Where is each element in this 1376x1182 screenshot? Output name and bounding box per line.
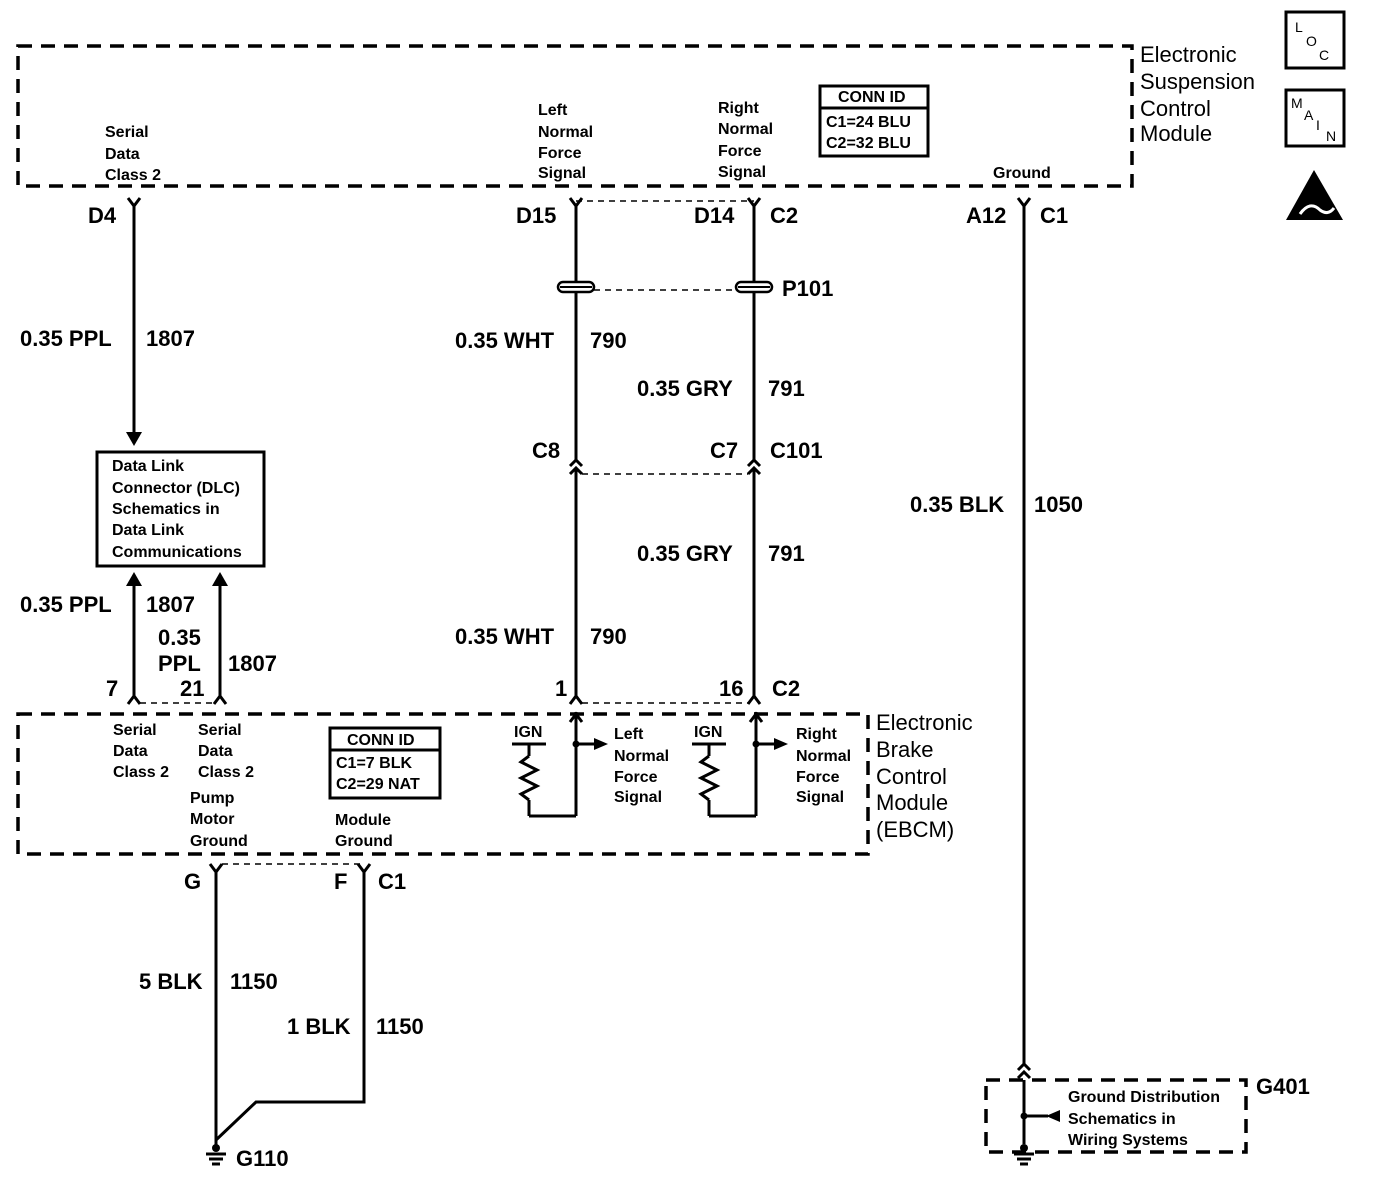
esc-module-name: Electronic Suspension Control Module bbox=[1140, 42, 1261, 146]
svg-text:L: L bbox=[1295, 19, 1303, 35]
svg-text:Right Normal F: Right Normal Force Signal bbox=[796, 726, 856, 806]
pin-d15: D15 bbox=[516, 203, 556, 228]
svg-text:CONN ID: CONN ID bbox=[347, 732, 415, 749]
main-icon: M A I N bbox=[1284, 88, 1346, 148]
esc-conn-id-c2: C2=32 BLU bbox=[826, 135, 911, 152]
pin-a12: A12 bbox=[966, 203, 1006, 228]
svg-text:1807: 1807 bbox=[228, 651, 277, 676]
svg-text:791: 791 bbox=[768, 376, 805, 401]
svg-text:G: G bbox=[184, 869, 201, 894]
svg-text:N: N bbox=[1326, 128, 1336, 144]
ebcm-conn-id-box: CONN ID C1=7 BLK C2=29 NAT bbox=[328, 726, 442, 800]
esc-conn-id-box: CONN ID C1=24 BLU C2=32 BLU bbox=[818, 84, 930, 158]
svg-text:G401: G401 bbox=[1256, 1074, 1310, 1099]
svg-text:1 BLK: 1 BLK bbox=[287, 1014, 351, 1039]
ground-g110-icon: G110 bbox=[206, 1144, 289, 1171]
svg-text:M: M bbox=[1291, 95, 1303, 111]
svg-text:C1=7 BLK: C1=7 BLK bbox=[336, 755, 412, 772]
svg-text:1150: 1150 bbox=[230, 969, 278, 994]
right-force-sensor-circuit: IGN Right Normal Force Signal bbox=[692, 711, 856, 818]
ebcm-serial-a-label: Serial Data Class 2 bbox=[113, 722, 169, 781]
svg-text:I: I bbox=[1316, 117, 1320, 133]
svg-text:7: 7 bbox=[106, 676, 118, 701]
ebcm-name: Electronic Brake Control Module (EBCM) bbox=[876, 710, 979, 842]
svg-text:Left Normal Fo: Left Normal Force Signal bbox=[614, 726, 674, 806]
esd-warning-icon bbox=[1286, 170, 1343, 220]
ebcm-module: Electronic Brake Control Module (EBCM) 7… bbox=[16, 676, 979, 894]
svg-text:P101: P101 bbox=[782, 276, 833, 301]
splice-p101: P101 bbox=[556, 276, 833, 301]
left-force-sensor-circuit: IGN Left Normal Force Signal bbox=[512, 711, 674, 818]
svg-text:O: O bbox=[1306, 33, 1317, 49]
svg-text:0.35: 0.35 bbox=[158, 625, 201, 650]
svg-text:C1: C1 bbox=[378, 869, 406, 894]
svg-text:0.35 GRY: 0.35 GRY bbox=[637, 376, 733, 401]
svg-text:0.35 PPL: 0.35 PPL bbox=[20, 592, 112, 617]
pin-d4: D4 bbox=[88, 203, 117, 228]
svg-text:IGN: IGN bbox=[514, 724, 542, 741]
svg-text:790: 790 bbox=[590, 624, 627, 649]
svg-text:C2=29 NAT: C2=29 NAT bbox=[336, 776, 420, 793]
wire-1807-top: 0.35 PPL 1807 bbox=[20, 197, 195, 446]
esc-module: Electronic Suspension Control Module CON… bbox=[16, 42, 1261, 228]
svg-text:C: C bbox=[1319, 47, 1329, 63]
svg-text:A: A bbox=[1304, 107, 1314, 123]
svg-text:0.35 GRY: 0.35 GRY bbox=[637, 541, 733, 566]
wire-1150: 5 BLK 1150 1 BLK 1150 bbox=[139, 863, 424, 1148]
ebcm-serial-b-label: Serial Data Class 2 bbox=[198, 722, 254, 781]
ebcm-module-ground-label: Module Ground bbox=[335, 812, 395, 850]
svg-text:C8: C8 bbox=[532, 438, 560, 463]
wire-791: 0.35 GRY 791 0.35 GRY 791 bbox=[637, 197, 805, 705]
svg-text:21: 21 bbox=[180, 676, 204, 701]
svg-text:0.35 WHT: 0.35 WHT bbox=[455, 624, 555, 649]
svg-text:F: F bbox=[334, 869, 347, 894]
pin-esc-c1: C1 bbox=[1040, 203, 1068, 228]
pin-esc-c2: C2 bbox=[770, 203, 798, 228]
esc-conn-id-title: CONN ID bbox=[838, 89, 906, 106]
svg-text:16: 16 bbox=[719, 676, 743, 701]
esc-conn-id-c1: C1=24 BLU bbox=[826, 114, 911, 131]
svg-text:5 BLK: 5 BLK bbox=[139, 969, 203, 994]
svg-text:1150: 1150 bbox=[376, 1014, 424, 1039]
wire-790: 0.35 WHT 790 0.35 WHT 790 bbox=[455, 197, 627, 705]
svg-text:1807: 1807 bbox=[146, 592, 195, 617]
svg-text:PPL: PPL bbox=[158, 651, 201, 676]
svg-text:0.35 WHT: 0.35 WHT bbox=[455, 328, 555, 353]
ground-g401-icon bbox=[1014, 1144, 1034, 1166]
svg-text:C101: C101 bbox=[770, 438, 823, 463]
ebcm-border bbox=[16, 712, 870, 856]
svg-text:C7: C7 bbox=[710, 438, 738, 463]
pin-d14: D14 bbox=[694, 203, 735, 228]
esc-right-force-label: Right Normal Force Signal bbox=[718, 100, 778, 181]
dlc-label: Data Link Connector (DLC) Schematics in … bbox=[112, 458, 244, 561]
inline-connector-c101: C8 C7 C101 bbox=[532, 438, 823, 475]
svg-text:1: 1 bbox=[555, 676, 567, 701]
dlc-box: Data Link Connector (DLC) Schematics in … bbox=[95, 450, 266, 568]
ground-distribution: Ground Distribution Schematics in Wiring… bbox=[984, 1074, 1310, 1154]
svg-text:IGN: IGN bbox=[694, 724, 722, 741]
loc-icon: L O C bbox=[1284, 10, 1346, 70]
esc-left-force-label: Left Normal Force Signal bbox=[538, 102, 598, 182]
wire-1807-gauge: 0.35 PPL bbox=[20, 326, 112, 351]
svg-text:C2: C2 bbox=[772, 676, 800, 701]
wire-1050: 0.35 BLK 1050 bbox=[910, 197, 1083, 1080]
svg-text:0.35 BLK: 0.35 BLK bbox=[910, 492, 1004, 517]
svg-text:Ground Distribution Sche: Ground Distribution Schematics in Wiring… bbox=[1068, 1089, 1224, 1149]
svg-text:G110: G110 bbox=[236, 1146, 289, 1171]
esc-serial-data-label: Serial Data Class 2 bbox=[105, 124, 161, 184]
wire-1807-ebcm-a: 0.35 PPL 1807 bbox=[20, 572, 195, 705]
wire-1807-circuit: 1807 bbox=[146, 326, 195, 351]
wire-1807-ebcm-b: 0.35 PPL 1807 bbox=[158, 572, 277, 705]
svg-text:1050: 1050 bbox=[1034, 492, 1083, 517]
svg-text:790: 790 bbox=[590, 328, 627, 353]
svg-text:791: 791 bbox=[768, 541, 805, 566]
esc-module-border bbox=[16, 44, 1134, 188]
ebcm-pump-ground-label: Pump Motor Ground bbox=[190, 790, 248, 850]
esc-ground-label: Ground bbox=[993, 165, 1051, 182]
